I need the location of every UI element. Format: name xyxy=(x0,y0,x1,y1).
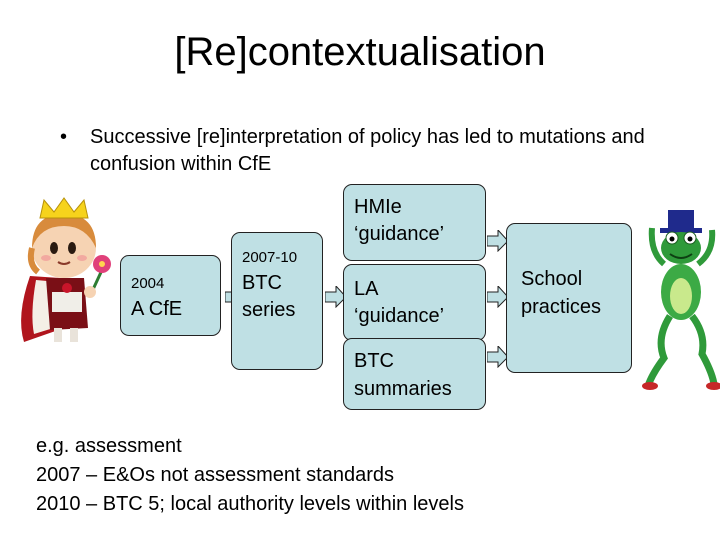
btc-series-year: 2007-10 xyxy=(242,249,298,266)
arrow-hmie-to-school xyxy=(487,230,509,252)
btc-summaries-box: BTC summaries xyxy=(343,338,486,410)
slide-title: [Re]contextualisation xyxy=(174,30,546,74)
cfe-box: 2004 A CfE xyxy=(120,255,221,336)
hmie-line2: ‘guidance’ xyxy=(354,223,445,245)
bullet-marker: • xyxy=(60,126,68,148)
example-heading: e.g. assessment xyxy=(36,435,182,457)
arrow-la-to-school xyxy=(487,286,509,308)
btc-series-line1: BTC xyxy=(242,272,282,294)
school-practices-box: School practices xyxy=(506,223,632,373)
cfe-year: 2004 xyxy=(131,275,165,292)
la-guidance-box: LA ‘guidance’ xyxy=(343,264,486,341)
btc-series-box: 2007-10 BTC series xyxy=(231,232,323,370)
example-line-2010: 2010 – BTC 5; local authority levels wit… xyxy=(36,493,464,515)
assessment-examples: e.g. assessment 2007 – E&Os not assessme… xyxy=(36,432,696,519)
prince-illustration xyxy=(21,197,111,342)
school-line1: School xyxy=(521,268,583,290)
arrow-btc-to-la xyxy=(325,286,347,308)
la-line1: LA xyxy=(354,278,379,300)
cfe-label: A CfE xyxy=(131,298,183,320)
btc-summaries-line2: summaries xyxy=(354,378,452,400)
school-line2: practices xyxy=(521,296,602,318)
la-line2: ‘guidance’ xyxy=(354,305,445,327)
hmie-line1: HMIe xyxy=(354,196,402,218)
btc-summaries-line1: BTC xyxy=(354,350,394,372)
bullet-text: Successive [re]interpretation of policy … xyxy=(90,126,645,175)
arrow-summaries-to-school xyxy=(487,346,509,368)
example-line-2007: 2007 – E&Os not assessment standards xyxy=(36,464,394,486)
btc-series-line2: series xyxy=(242,299,296,321)
hmie-guidance-box: HMIe ‘guidance’ xyxy=(343,184,486,261)
frog-illustration xyxy=(642,210,720,390)
